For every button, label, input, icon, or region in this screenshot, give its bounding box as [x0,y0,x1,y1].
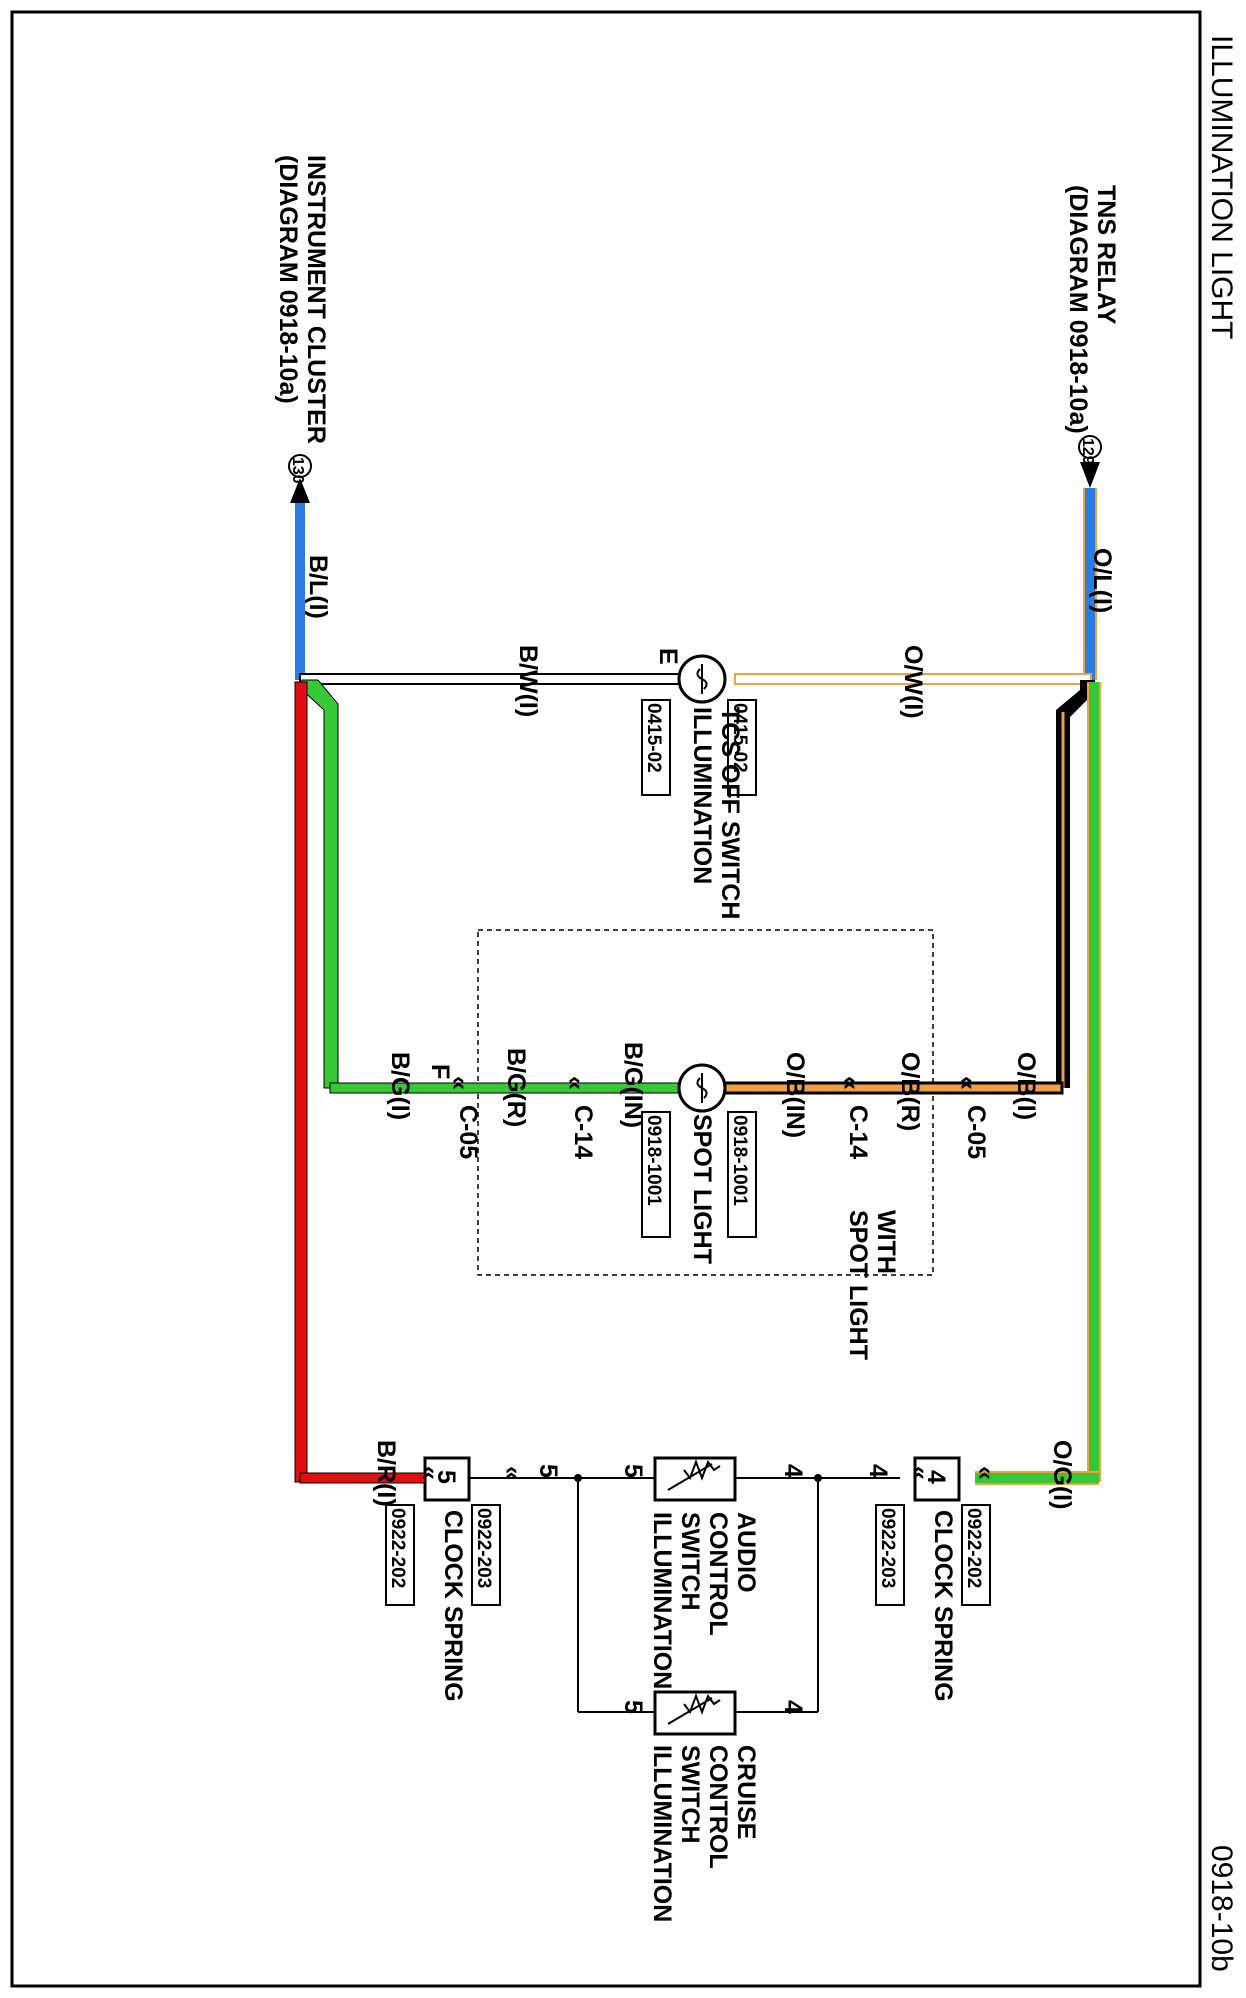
wire-pin5-label-c: 5 [619,1700,647,1714]
cruise-switch-arrow-icon [667,1697,713,1725]
svg-text:«: « [954,1076,982,1090]
wire-og [975,1473,1099,1483]
instrument-cluster-arrow [290,478,310,503]
connector-c14-bottom: C-14 [569,1105,597,1159]
wire-og-label: O/G(I) [1048,1440,1076,1509]
connector-c05-top: C-05 [962,1105,990,1159]
connector-c14-top: C-14 [844,1105,872,1159]
clock-spring-top-pin: 4 [922,1470,950,1484]
tcs-code-top: 0415-02 [729,703,750,773]
wire-bw-label: B/W(I) [514,645,542,717]
wire-bg-r-label: B/G(R) [502,1048,530,1127]
audio-switch-line2: CONTROL [704,1512,732,1636]
spot-light-option-line1: WITH [872,1210,900,1274]
audio-switch-line4: ILLUMINATION [648,1512,676,1689]
clock-spring-bottom-code-top: 0922-203 [473,1508,494,1588]
f-label: F [426,1064,454,1079]
cruise-switch-line1: CRUISE [732,1745,760,1839]
svg-text:«: « [499,1466,527,1480]
clock-spring-top-code-top: 0922-202 [963,1508,984,1588]
spot-light-name: SPOT LIGHT [688,1114,716,1264]
svg-text:«: « [562,1076,590,1090]
cruise-switch-line3: SWITCH [676,1745,704,1844]
audio-switch-line3: SWITCH [676,1512,704,1611]
wire-pin4-label-a: 4 [864,1464,892,1478]
spot-light-code-top: 0918-1001 [729,1115,750,1206]
wire-pin5-label-b: 5 [534,1464,562,1478]
wire-pin4-label-c: 4 [779,1700,807,1714]
spot-light-option-line2: SPOT LIGHT [844,1210,872,1360]
connector-c05-bottom: C-05 [454,1105,482,1159]
svg-text:«: « [906,1466,934,1480]
svg-text:«: « [416,1466,444,1480]
wire-bl [295,503,305,680]
diagram-id: 0918-10b [1205,1845,1238,1972]
tcs-name-line2: ILLUMINATION [688,707,716,884]
spot-light-code-bottom: 0918-1001 [643,1115,664,1206]
svg-text:«: « [837,1076,865,1090]
clock-spring-top-name: CLOCK SPRING [929,1510,957,1702]
tns-relay-connector-circle [1078,435,1102,459]
instrument-cluster-connector-circle [288,454,312,478]
tns-relay-ref: (DIAGRAM 0918-10a) [1064,185,1092,434]
wire-ob-in-label: O/B(IN) [781,1052,809,1138]
clock-spring-bottom-pin: 5 [432,1470,460,1484]
page-frame [10,10,1202,1988]
clock-spring-bottom-name: CLOCK SPRING [439,1510,467,1702]
clock-spring-bottom-code-bottom: 0922-202 [387,1508,408,1588]
tcs-code-bottom: 0415-02 [643,703,664,773]
tcs-name-line1: TCS OFF SWITCH [716,707,744,919]
wire-pin4-label-b: 4 [779,1464,807,1478]
wire-ob-r-label: O/B(R) [896,1052,924,1131]
wire-ol [1085,488,1095,680]
wire-br [294,681,308,1483]
tcs-ground-label: E [654,648,682,665]
cruise-switch-line4: ILLUMINATION [648,1745,676,1922]
clock-spring-top-code-bottom: 0922-203 [877,1508,898,1588]
tns-relay-label: TNS RELAY [1092,185,1120,325]
wire-ob-i-label: O/B(I) [1012,1052,1040,1120]
clock-spring-top-box [913,1456,961,1502]
instrument-cluster-connector-number: 130 [289,457,306,484]
instrument-cluster-label: INSTRUMENT CLUSTER [302,155,330,444]
wire-ol-label: O/L(I) [1088,548,1116,613]
wire-bg-i-label: B/G(I) [386,1052,414,1120]
tns-relay-connector-number: 129 [1079,438,1096,465]
clock-spring-bottom-box [423,1456,471,1502]
audio-switch-arrow-icon [667,1463,713,1491]
wire-pin5-label-a: 5 [619,1464,647,1478]
svg-text:«: « [972,1466,1000,1480]
wire-bl-label: B/L(I) [304,555,332,619]
tns-relay-arrow [1080,462,1100,488]
wire-br-label: B/R(I) [372,1440,400,1507]
cruise-switch-line2: CONTROL [704,1745,732,1869]
instrument-cluster-ref: (DIAGRAM 0918-10a) [274,155,302,404]
audio-switch-line1: AUDIO [732,1512,760,1593]
spot-light-option-box [477,929,934,1276]
svg-text:«: « [446,1076,474,1090]
diagram-title: ILLUMINATION LIGHT [1205,35,1238,339]
wire-ow-label: O/W(I) [899,645,927,719]
